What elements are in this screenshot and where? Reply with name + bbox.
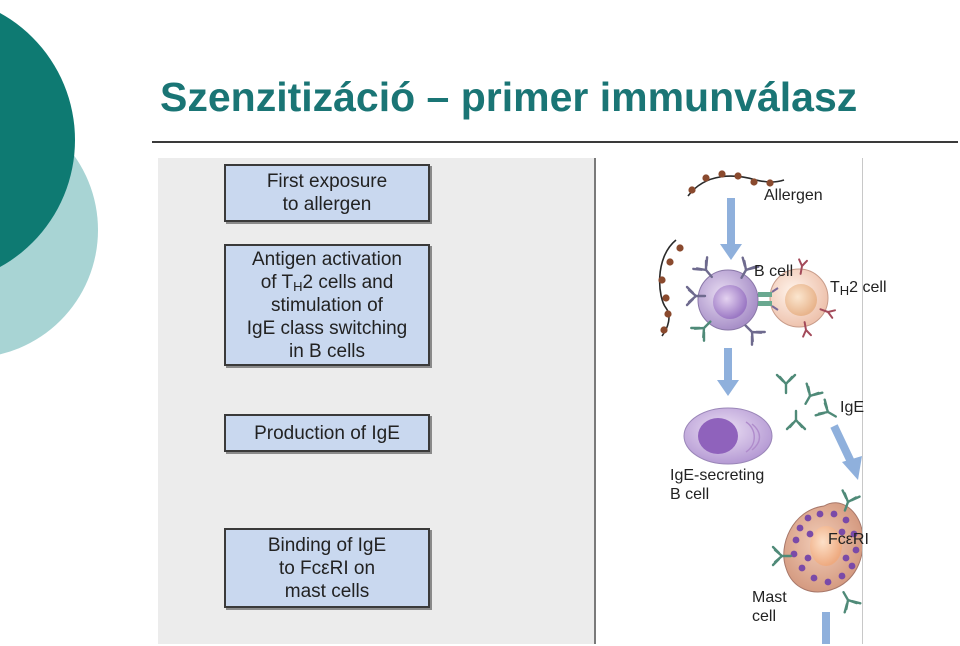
step-production-of-ige: Production of IgE [224,414,430,452]
decorative-circles [0,0,120,400]
label-b-cell: B cell [754,263,794,280]
label-ige-secreting-b-cell: IgE-secreting B cell [670,467,765,503]
arrow-diagonal [830,424,862,480]
sensitization-figure: First exposure to allergen Antigen activ… [158,158,887,644]
step-antigen-activation: Antigen activation of TH2 cells and stim… [224,244,430,366]
dark-teal-circle [0,13,75,267]
allergen-particles [688,170,774,194]
title-underline [152,141,958,143]
arrow-down-1 [720,198,742,260]
mast-cell-nucleus [810,526,842,566]
plasma-nucleus [698,418,738,454]
allergen-strand-left [658,239,677,337]
pathway-illustration [658,170,862,644]
label-ige: IgE [840,399,865,416]
step-binding-of-ige: Binding of IgE to FcεRI on mast cells [224,528,430,608]
label-fceri: FcεRI [828,531,869,548]
arrow-down-2 [717,348,739,396]
label-allergen: Allergen [764,187,823,204]
label-th2-cell: TH2 cell [830,279,887,298]
b-cell-nucleus [713,285,747,319]
cell-synapse [758,287,779,311]
step-first-exposure: First exposure to allergen [224,164,430,222]
free-ige-antibodies [775,373,842,431]
label-mast-cell: Mast cell [752,589,787,625]
allergen-particles-left [658,244,684,334]
mast-cell-granules [790,510,860,586]
th2-cell-nucleus [785,284,817,316]
arrow-down-4 [822,612,830,644]
illustration-panel: Allergen B cell TH2 cell IgE IgE-secreti… [594,158,887,644]
slide-title: Szenzitizáció – primer immunválasz [160,74,858,120]
